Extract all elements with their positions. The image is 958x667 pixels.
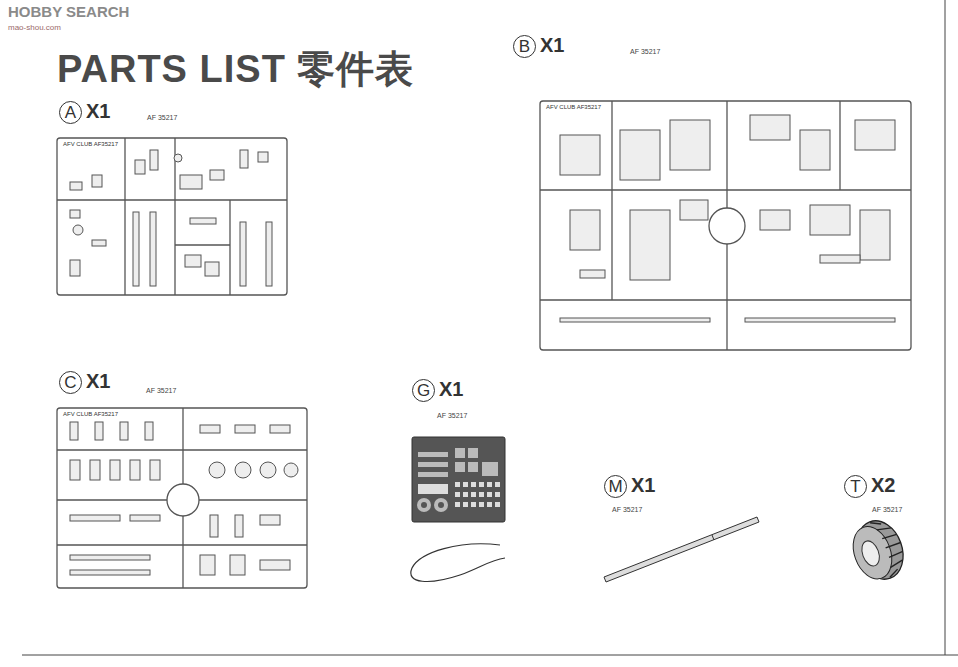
sprue-letter: T xyxy=(850,478,860,495)
sprue-letter: G xyxy=(417,382,430,399)
quantity: X1 xyxy=(86,100,110,122)
sprue-c xyxy=(57,408,307,588)
sprue-a xyxy=(57,138,287,295)
kit-code: AF 35217 xyxy=(612,506,642,514)
kit-code: AF 35217 xyxy=(872,506,902,514)
kit-code: AF 35217 xyxy=(630,48,660,56)
gun-barrel xyxy=(604,517,759,582)
kit-code: AF 35217 xyxy=(146,387,176,395)
wire xyxy=(411,544,505,582)
page-title: PARTS LIST 零件表 xyxy=(57,50,414,88)
sprue-b xyxy=(540,101,911,350)
part-letter-circle: G xyxy=(412,379,435,402)
quantity: X1 xyxy=(540,34,564,56)
quantity: X2 xyxy=(871,474,895,496)
part-letter-circle: A xyxy=(59,101,82,124)
watermark: HOBBY SEARCH xyxy=(8,4,129,21)
quantity: X1 xyxy=(439,378,463,400)
sprue-label: AFV CLUB AF35217 xyxy=(62,141,119,148)
sprue-letter: B xyxy=(519,38,530,55)
sprue-letter: C xyxy=(64,374,76,391)
photo-etch-fret xyxy=(412,437,505,522)
page-border xyxy=(945,0,946,655)
quantity: X1 xyxy=(86,370,110,392)
part-letter-circle: T xyxy=(844,475,867,498)
part-letter-circle: C xyxy=(59,371,82,394)
tire xyxy=(845,514,911,587)
part-letter-circle: B xyxy=(513,35,536,58)
kit-code: AF 35217 xyxy=(147,114,177,122)
part-letter-circle: M xyxy=(604,475,627,498)
quantity: X1 xyxy=(631,474,655,496)
kit-code: AF 35217 xyxy=(437,412,467,420)
page-border xyxy=(22,655,958,656)
sprue-letter: A xyxy=(65,104,76,121)
sprue-letter: M xyxy=(608,478,622,495)
sprue-label: AFV CLUB AF35217 xyxy=(545,104,602,111)
sprue-label: AFV CLUB AF35217 xyxy=(62,411,119,418)
watermark: mao-shou.com xyxy=(8,24,61,33)
